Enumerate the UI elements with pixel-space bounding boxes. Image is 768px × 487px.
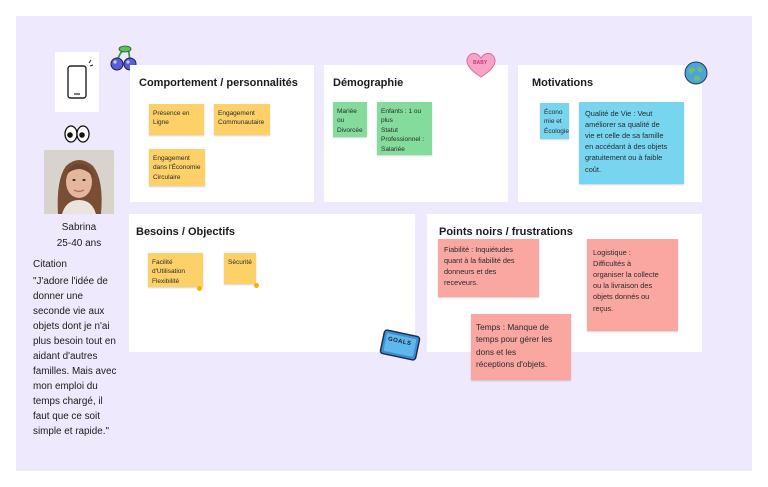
- note-line: Fiabilité : Inquiétudes: [444, 245, 513, 254]
- note-line: Statut: [381, 126, 398, 134]
- note-line: Difficultés à: [593, 259, 632, 269]
- quote-line: plus besoin tout en: [33, 336, 116, 347]
- note-indicator-dot: [197, 286, 202, 291]
- persona-name: Sabrina: [61, 222, 97, 233]
- sticky-note[interactable]: Qualité de Vie : Veut améliorer sa quali…: [579, 102, 684, 184]
- panel-besoins: Besoins / Objectifs Facilité d'Utilisati…: [129, 214, 415, 352]
- note-line: gratuitement ou à faible: [585, 153, 663, 163]
- quote-line: mon emploi du: [33, 381, 98, 392]
- note-line: Engagement: [218, 110, 255, 117]
- note-line: organiser la collecte: [593, 270, 659, 280]
- quote-line: aidant d'autres: [33, 351, 98, 362]
- phone-icon: [67, 59, 94, 99]
- note-line: en accédant à des objets: [585, 142, 668, 152]
- sticky-note[interactable]: Temps : Manque de temps pour gérer les d…: [471, 314, 571, 380]
- globe-icon: [684, 61, 708, 85]
- note-line: Logistique :: [593, 248, 631, 257]
- heart-icon: BABY: [464, 50, 498, 80]
- quote-label: Citation: [33, 259, 67, 270]
- note-line: Écologie: [544, 127, 569, 135]
- persona-quote: "J'adore l'idée de donner une seconde vi…: [33, 274, 116, 439]
- panel-title: Démographie: [333, 77, 404, 89]
- sticky-note[interactable]: Engagement Communautaire: [214, 104, 270, 135]
- note-line: Temps : Manque de: [476, 322, 549, 332]
- panel-title: Comportement / personnalités: [139, 77, 298, 89]
- note-line: Écono: [544, 109, 563, 116]
- heart-label: BABY: [473, 60, 488, 66]
- panel-demographie: Démographie Mariée ou Divorcée Enfants :…: [324, 65, 508, 202]
- note-line: plus: [381, 117, 393, 125]
- note-line: receveurs.: [444, 277, 479, 287]
- sticky-note[interactable]: Sécurité: [224, 253, 256, 284]
- note-line: Flexibilité: [152, 277, 180, 285]
- note-line: temps pour gérer les: [476, 334, 553, 345]
- phone-card: [55, 52, 99, 112]
- quote-line: familles. Mais avec: [33, 366, 117, 377]
- note-line: vie et celle de sa famille: [585, 131, 664, 141]
- note-line: Professionnel :: [381, 136, 424, 144]
- note-line: Circulaire: [153, 173, 181, 181]
- panel-comportement: Comportement / personnalités Présence en…: [130, 65, 314, 202]
- note-indicator-dot: [254, 283, 259, 288]
- note-line: réceptions d'objets.: [476, 359, 548, 370]
- note-line: Qualité de Vie : Veut: [585, 109, 653, 118]
- sticky-note[interactable]: Mariée ou Divorcée: [333, 102, 367, 137]
- panel-motivations: Motivations Écono mie et Écologie Qualit…: [518, 65, 702, 202]
- eyes-icon: [64, 125, 90, 143]
- note-line: objets donnés ou: [593, 292, 650, 302]
- note-line: d'Utilisation: [152, 268, 186, 276]
- sticky-note[interactable]: Logistique : Difficultés à organiser la …: [587, 239, 678, 331]
- quote-line: simple et rapide.": [33, 426, 109, 437]
- note-line: ou la livraison des: [593, 281, 653, 291]
- sticky-note[interactable]: Fiabilité : Inquiétudes quant à la fiabi…: [438, 239, 539, 297]
- note-line: Facilité: [152, 259, 173, 266]
- note-line: améliorer sa qualité de: [585, 120, 660, 130]
- note-line: Ligne: [153, 119, 169, 127]
- note-line: donneurs et des: [444, 266, 497, 276]
- note-line: Divorcée: [337, 126, 363, 134]
- quote-line: temps chargé, il: [33, 396, 103, 407]
- note-line: Enfants : 1 ou: [381, 108, 422, 115]
- note-line: dons et les: [476, 346, 517, 357]
- sticky-note[interactable]: Facilité d'Utilisation Flexibilité: [148, 253, 203, 287]
- sticky-note[interactable]: Engagement dans l'Économie Circulaire: [149, 149, 205, 186]
- quote-line: donner une: [33, 291, 83, 302]
- note-line: mie et: [544, 118, 562, 126]
- note-line: Sécurité: [228, 259, 252, 266]
- panel-title: Points noirs / frustrations: [439, 226, 573, 238]
- note-line: Mariée: [337, 108, 357, 115]
- panel-title: Besoins / Objectifs: [136, 226, 236, 238]
- note-line: quant à la fiabilité des: [444, 255, 515, 265]
- sticky-note[interactable]: Présence en Ligne: [149, 104, 204, 135]
- note-line: Communautaire: [218, 119, 265, 127]
- note-line: Présence en: [153, 110, 190, 117]
- quote-line: faut que ce soit: [33, 411, 100, 422]
- quote-line: "J'adore l'idée de: [33, 276, 108, 287]
- avatar: [44, 150, 114, 214]
- quote-line: objets dont je n'ai: [33, 321, 110, 332]
- goals-sticker: GOALS: [378, 326, 421, 363]
- note-line: ou: [337, 117, 345, 125]
- note-line: coût.: [585, 164, 602, 174]
- sticky-note[interactable]: Écono mie et Écologie: [540, 103, 569, 139]
- note-line: dans l'Économie: [153, 164, 201, 172]
- note-line: reçus.: [593, 303, 614, 313]
- persona-age: 25-40 ans: [56, 238, 102, 249]
- note-line: Engagement: [153, 155, 190, 162]
- quote-line: seconde vie aux: [33, 306, 105, 317]
- sticky-note[interactable]: Enfants : 1 ou plus Statut Professionnel…: [377, 102, 432, 155]
- note-line: Salariée: [381, 145, 405, 153]
- panel-title: Motivations: [532, 77, 594, 89]
